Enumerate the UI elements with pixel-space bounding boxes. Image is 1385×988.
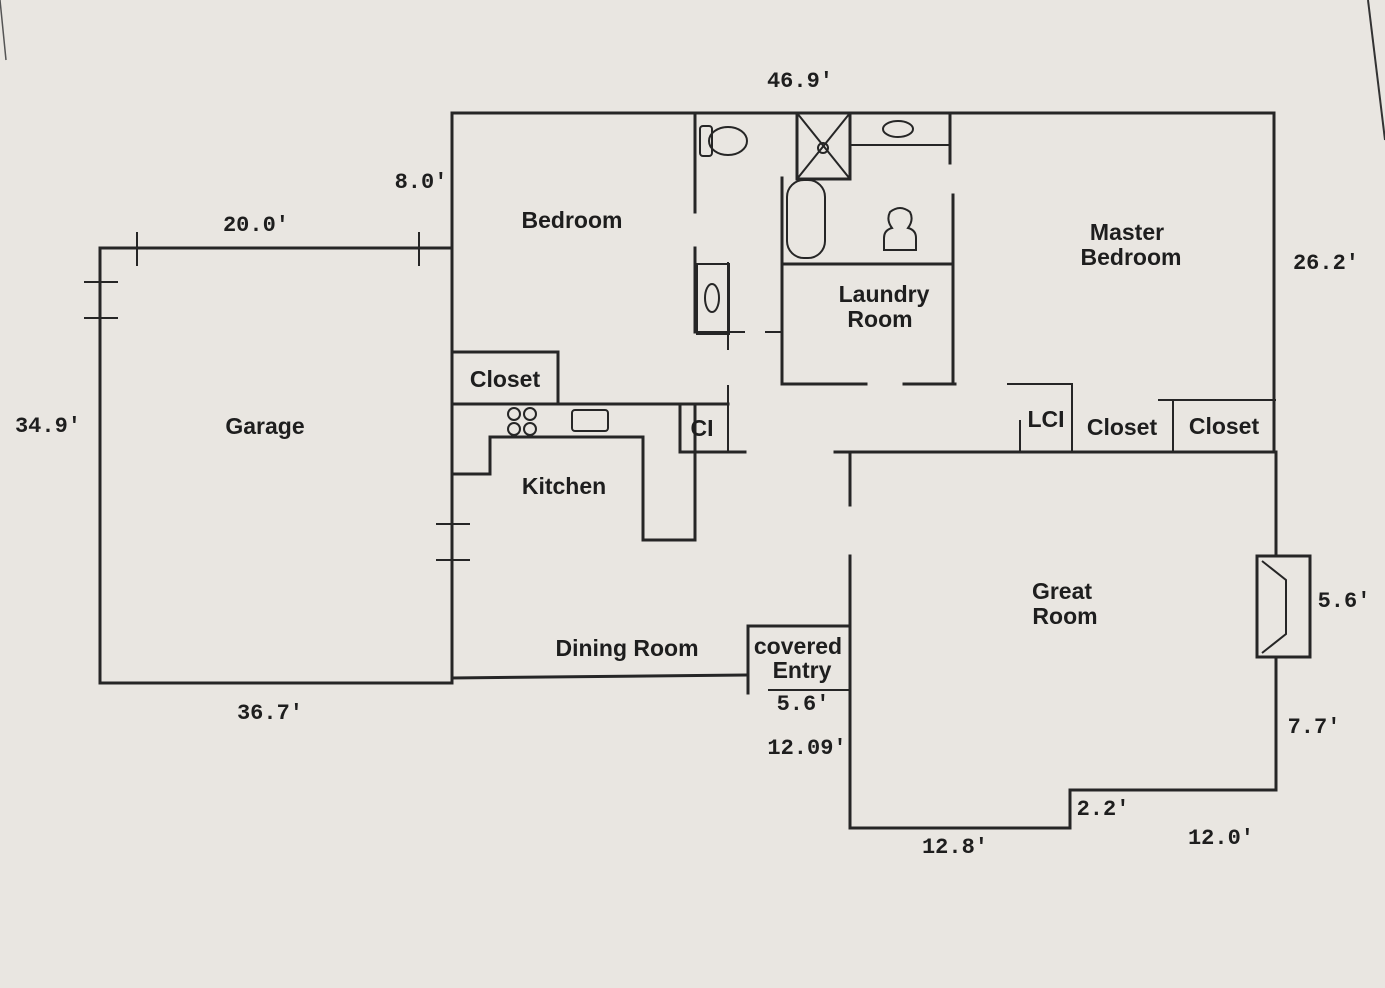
room-label-closet: Closet (470, 366, 541, 392)
stove-icon (507, 407, 537, 436)
dimension-master-right: 26.2' (1293, 251, 1359, 276)
room-label-master-line2: Bedroom (1081, 244, 1182, 270)
exterior-walls (84, 111, 1278, 830)
dimension-great-room-bottom: 12.8' (922, 835, 988, 860)
room-label-entry-line2: Entry (773, 657, 832, 683)
room-label-garage: Garage (225, 413, 304, 439)
room-label-lci: LCI (1027, 406, 1064, 432)
room-label-kitchen: Kitchen (522, 473, 606, 499)
kitchen-sink-icon (571, 409, 609, 432)
dimension-lower-right: 7.7' (1288, 715, 1341, 740)
sink-icon (696, 263, 730, 335)
room-label-dining-room: Dining Room (555, 635, 698, 661)
room-label-entry-line1: covered (754, 633, 842, 659)
bathroom-fixtures (507, 120, 917, 436)
dimension-bedroom-offset: 8.0' (395, 170, 448, 195)
vanity-sink-icon (882, 120, 914, 138)
room-label-ci: CI (691, 415, 714, 441)
washer-icon (883, 207, 917, 251)
dimension-entry-width: 5.6' (777, 692, 830, 717)
dimension-labels: 46.9' 8.0' 20.0' 34.9' 36.7' 26.2' 5.6' … (15, 69, 1370, 860)
room-label-laundry-line2: Room (847, 306, 912, 332)
dimension-top-width: 46.9' (767, 69, 833, 94)
room-label-closet-master-1: Closet (1087, 414, 1158, 440)
room-labels: Garage Bedroom Closet CI Kitchen Dining … (225, 207, 1259, 683)
dimension-garage-top: 20.0' (223, 213, 289, 238)
bathtub-icon (786, 179, 826, 259)
dimension-bottom-right: 12.0' (1188, 826, 1254, 851)
room-label-closet-master-2: Closet (1189, 413, 1260, 439)
interior-walls (450, 111, 1312, 695)
dimension-step: 2.2' (1077, 797, 1130, 822)
room-label-master-line1: Master (1090, 219, 1164, 245)
room-label-bedroom: Bedroom (522, 207, 623, 233)
room-label-great-line2: Room (1032, 603, 1097, 629)
room-label-great-line1: Great (1032, 578, 1092, 604)
dimension-entry-depth: 12.09' (767, 736, 846, 761)
room-label-laundry-line1: Laundry (839, 281, 930, 307)
dimension-fireplace-width: 5.6' (1318, 589, 1371, 614)
dimension-garage-height: 34.9' (15, 414, 81, 439)
dimension-bottom-left: 36.7' (237, 701, 303, 726)
toilet-icon (699, 125, 748, 157)
